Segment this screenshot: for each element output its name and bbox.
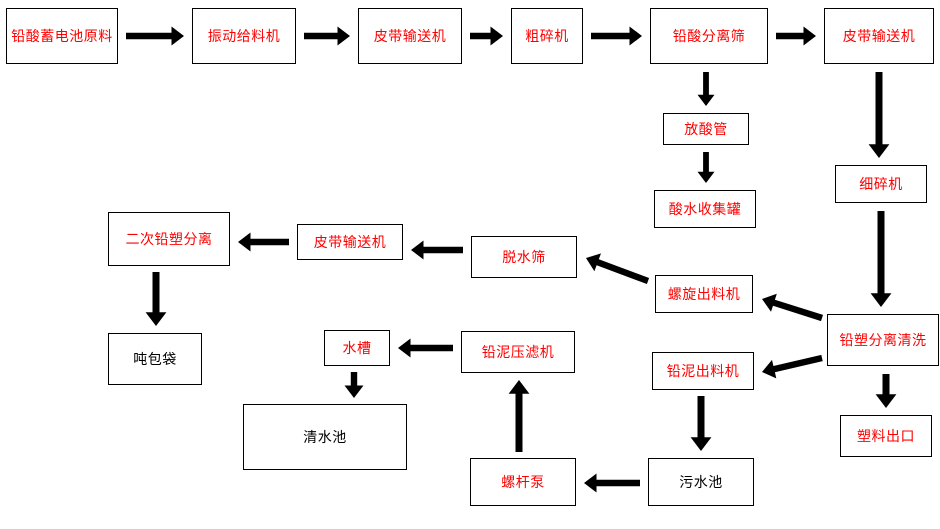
node-label: 酸水收集罐 xyxy=(668,200,742,217)
node-screw-pump: 螺杆泵 xyxy=(470,458,576,506)
conn-screw-to-dewater xyxy=(572,244,662,295)
conn-feeder-to-belt1 xyxy=(290,22,364,50)
node-label: 皮带输送机 xyxy=(842,27,916,44)
node-lead-plastic-wash: 铅塑分离清洗 xyxy=(827,314,939,366)
node-label: 振动给料机 xyxy=(207,27,281,44)
node-lead-mud-press: 铅泥压滤机 xyxy=(461,331,575,373)
node-plastic-outlet: 塑料出口 xyxy=(840,415,932,457)
node-sewage-pool: 污水池 xyxy=(648,458,754,506)
node-label: 铅酸蓄电池原料 xyxy=(11,27,113,44)
conn-press-to-watertank xyxy=(384,334,467,362)
conn-belt3-to-second xyxy=(224,228,303,256)
conn-fine-to-wash xyxy=(867,197,895,321)
node-belt-conveyor-2: 皮带输送机 xyxy=(824,8,934,64)
node-second-separation: 二次铅塑分离 xyxy=(108,212,230,266)
node-label: 铅酸分离筛 xyxy=(672,27,746,44)
conn-drain-to-tank xyxy=(692,138,720,197)
conn-raw-to-feeder xyxy=(112,22,198,50)
node-ton-bag: 吨包袋 xyxy=(108,333,202,385)
node-belt-conveyor-3: 皮带输送机 xyxy=(297,224,403,260)
node-label: 铅泥压滤机 xyxy=(481,343,555,360)
node-acid-separator: 铅酸分离筛 xyxy=(650,8,768,64)
conn-separator-to-belt2 xyxy=(762,22,830,50)
conn-belt1-to-crusher xyxy=(456,22,517,50)
node-label: 细碎机 xyxy=(859,175,903,192)
node-label: 水槽 xyxy=(342,339,372,356)
conn-sewage-to-pump xyxy=(570,469,654,497)
node-coarse-crusher: 粗碎机 xyxy=(511,8,583,64)
node-label: 螺杆泵 xyxy=(501,473,545,490)
node-label: 皮带输送机 xyxy=(313,233,387,250)
node-acid-drain-pipe: 放酸管 xyxy=(663,113,749,145)
node-label: 塑料出口 xyxy=(857,427,915,444)
node-raw-material: 铅酸蓄电池原料 xyxy=(6,8,118,64)
conn-watertank-to-clean xyxy=(340,358,368,412)
node-label: 皮带输送机 xyxy=(373,27,447,44)
conn-pump-to-press xyxy=(505,366,533,466)
node-label: 污水池 xyxy=(679,473,723,490)
node-acid-tank: 酸水收集罐 xyxy=(654,190,756,228)
node-label: 粗碎机 xyxy=(525,27,569,44)
conn-wash-to-screw xyxy=(748,285,836,332)
node-water-tank: 水槽 xyxy=(324,330,390,366)
conn-second-to-bag xyxy=(142,258,170,340)
node-label: 脱水筛 xyxy=(502,248,546,265)
conn-belt2-to-fine xyxy=(865,58,893,172)
node-label: 吨包袋 xyxy=(133,350,177,367)
conn-leadmud-to-sewage xyxy=(687,382,715,465)
conn-separator-to-drain xyxy=(692,58,720,120)
node-label: 二次铅塑分离 xyxy=(125,230,213,247)
node-label: 铅塑分离清洗 xyxy=(839,331,927,348)
node-lead-mud-discharger: 铅泥出料机 xyxy=(652,352,754,390)
node-label: 铅泥出料机 xyxy=(666,362,740,379)
node-clean-water-pool: 清水池 xyxy=(243,404,407,470)
node-vibrating-feeder: 振动给料机 xyxy=(192,8,296,64)
node-dewatering-screen: 脱水筛 xyxy=(471,236,577,278)
node-label: 放酸管 xyxy=(684,120,728,137)
conn-dewater-to-belt3 xyxy=(397,236,477,264)
conn-crusher-to-separator xyxy=(577,22,656,50)
conn-wash-to-leadmud xyxy=(748,344,836,386)
node-fine-crusher: 细碎机 xyxy=(835,165,927,203)
node-label: 清水池 xyxy=(303,428,347,445)
node-label: 螺旋出料机 xyxy=(667,285,741,302)
conn-wash-to-plastic xyxy=(872,360,900,422)
node-belt-conveyor-1: 皮带输送机 xyxy=(358,8,462,64)
node-screw-discharger: 螺旋出料机 xyxy=(655,275,753,313)
